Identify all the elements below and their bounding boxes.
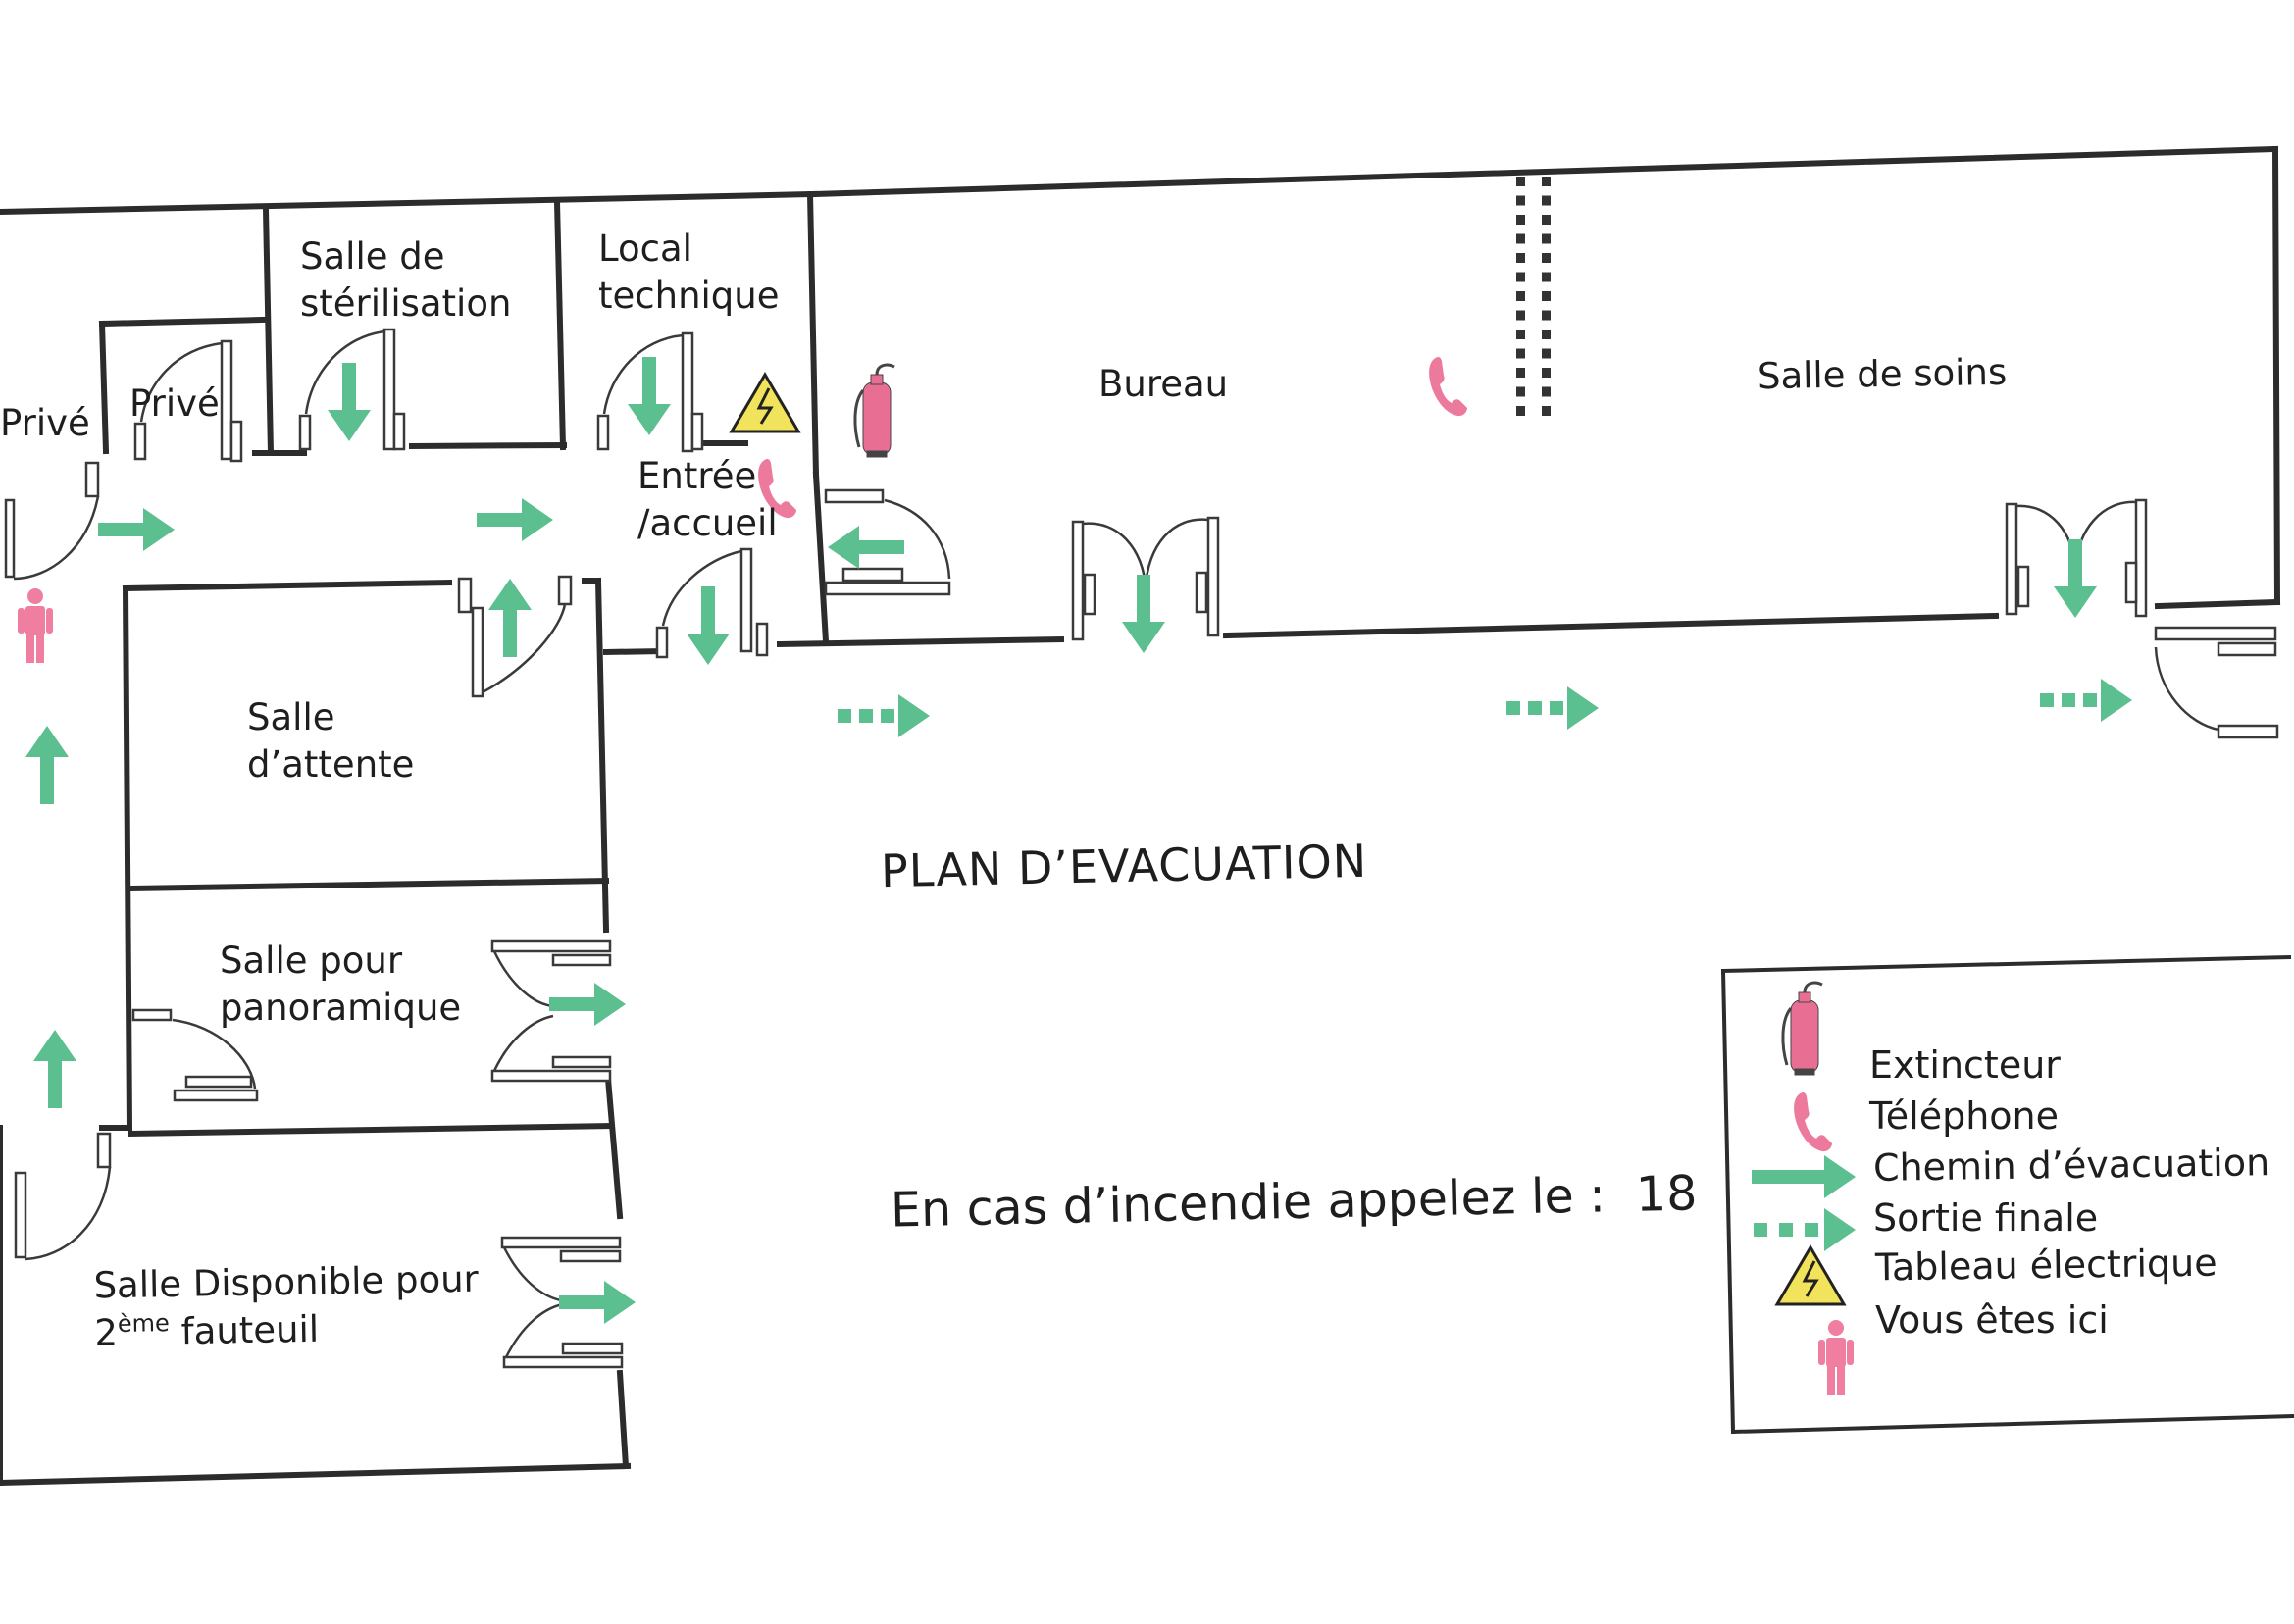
- room-label-salle-disponible: Salle Disponible pour 2ème fauteuil: [93, 1256, 480, 1357]
- room-label-line: Salle pour: [220, 939, 403, 982]
- stair-step: [1542, 195, 1551, 206]
- stair-step: [1516, 291, 1525, 301]
- room-label-line: 2ème fauteuil: [94, 1303, 480, 1357]
- stair-step: [1516, 233, 1525, 244]
- stair-step: [1516, 272, 1525, 282]
- room-label-line: /accueil: [637, 502, 778, 545]
- room-label-entree-accueil: Entrée /accueil: [637, 453, 778, 547]
- evac-arrow-right: [477, 498, 553, 541]
- evac-arrow-down: [687, 586, 730, 665]
- room-label-line: Salle: [247, 696, 335, 738]
- legend-label-extincteur: Extincteur: [1869, 1043, 2061, 1087]
- legend-phone-icon: [1794, 1092, 1832, 1152]
- electrical-panel-warning-icon: [730, 373, 800, 433]
- walls: [0, 145, 2294, 1487]
- evac-arrow-right: [549, 983, 626, 1026]
- room-label-line: technique: [598, 275, 780, 318]
- stairs: [1516, 177, 1551, 416]
- legend-label-tableau: Tableau électrique: [1874, 1241, 2218, 1290]
- stair-step: [1516, 195, 1525, 206]
- room-label-bureau: Bureau: [1098, 363, 1229, 405]
- you-are-here-person-icon: [18, 588, 53, 663]
- evac-arrow-left: [828, 526, 904, 569]
- legend-solid-arrow-icon: [1752, 1155, 1856, 1198]
- stair-step: [1516, 330, 1525, 339]
- room-label-line: d’attente: [247, 743, 415, 787]
- evac-arrow-right: [559, 1281, 636, 1324]
- room-label-line: Salle Disponible pour: [93, 1257, 480, 1307]
- stair-step: [1542, 253, 1551, 263]
- emergency-text: En cas d’incendie appelez le :: [890, 1167, 1606, 1239]
- room-label-local-technique: Local technique: [598, 226, 780, 320]
- stair-step: [1516, 368, 1525, 378]
- evac-arrow-right: [98, 508, 175, 551]
- stair-step: [1516, 253, 1525, 263]
- legend-label-chemin: Chemin d’évacuation: [1872, 1141, 2270, 1190]
- evac-arrow-down: [1122, 575, 1165, 653]
- room-label-text: fauteuil: [169, 1307, 320, 1353]
- stair-step: [1542, 233, 1551, 244]
- legend-person-icon: [1818, 1320, 1854, 1395]
- room-label-line: Salle de: [300, 235, 445, 278]
- stair-step: [1542, 386, 1551, 397]
- evac-arrow-up: [488, 579, 532, 657]
- room-label-superscript: ème: [117, 1309, 170, 1339]
- fire-extinguisher-icon: [853, 363, 896, 459]
- room-label-salle-attente: Salle d’attente: [247, 694, 414, 788]
- room-label-sterilisation: Salle de stérilisation: [300, 233, 511, 328]
- legend-label-vous-etes-ici: Vous êtes ici: [1875, 1298, 2109, 1342]
- room-label-prive: Privé: [0, 402, 90, 444]
- legend-warning-icon: [1775, 1245, 1846, 1306]
- evac-arrow-up: [33, 1030, 76, 1108]
- final-exit-arrow: [2040, 679, 2132, 722]
- room-label-prive-small: Privé: [129, 382, 220, 425]
- stair-step: [1542, 330, 1551, 339]
- evac-arrow-down: [628, 357, 671, 435]
- stair-step: [1542, 215, 1551, 225]
- legend-dashed-arrow-icon: [1754, 1208, 1856, 1251]
- stair-step: [1542, 348, 1551, 359]
- stair-step: [1516, 348, 1525, 359]
- legend-label-sortie: Sortie finale: [1873, 1196, 2099, 1240]
- room-label-line: Local: [598, 228, 692, 270]
- stair-step: [1516, 215, 1525, 225]
- stair-step: [1516, 310, 1525, 321]
- evac-arrow-down: [328, 363, 371, 441]
- emergency-number: 18: [1635, 1165, 1698, 1223]
- final-exit-arrow: [1506, 686, 1599, 730]
- evac-arrow-down: [2054, 539, 2097, 618]
- room-label-line: panoramique: [220, 987, 462, 1030]
- room-label-line: stérilisation: [300, 282, 512, 326]
- stair-step: [1542, 272, 1551, 282]
- doors: [4, 328, 2279, 1369]
- phone-icon: [1429, 357, 1467, 417]
- stair-step: [1542, 291, 1551, 301]
- stair-step: [1516, 406, 1525, 416]
- room-label-text: 2: [94, 1311, 119, 1354]
- stair-step: [1516, 386, 1525, 397]
- stair-step: [1542, 310, 1551, 321]
- final-exit-arrow: [838, 694, 930, 737]
- room-label-panoramique: Salle pour panoramique: [220, 938, 461, 1032]
- room-label-salle-de-soins: Salle de soins: [1757, 350, 2008, 398]
- evac-arrow-up: [25, 726, 69, 804]
- plan-title: PLAN D’EVACUATION: [880, 834, 1368, 898]
- legend-label-telephone: Téléphone: [1869, 1094, 2059, 1138]
- room-label-line: Entrée: [637, 455, 757, 497]
- legend-extinguisher-icon: [1781, 981, 1824, 1077]
- stair-step: [1516, 177, 1525, 186]
- stair-step: [1542, 368, 1551, 378]
- stair-step: [1542, 177, 1551, 186]
- stair-step: [1542, 406, 1551, 416]
